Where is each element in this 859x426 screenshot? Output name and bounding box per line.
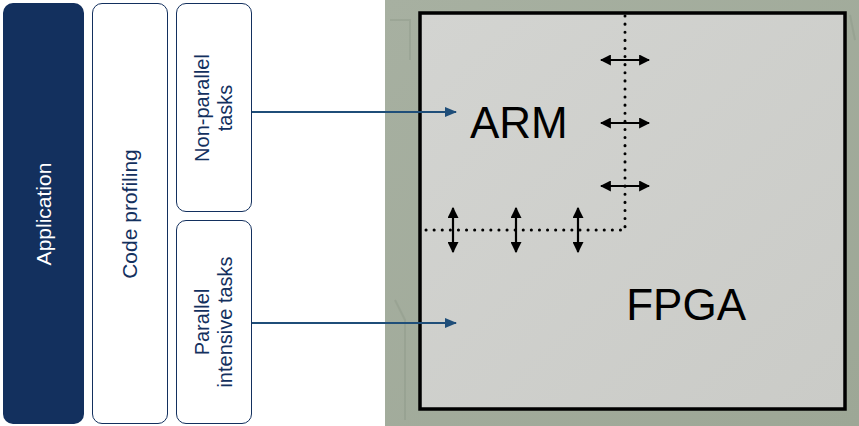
node-label: Parallel intensive tasks	[191, 247, 237, 397]
task-box: Parallel intensive tasks	[176, 220, 252, 424]
region-label: ARM	[470, 98, 568, 148]
task-box: Non-parallel tasks	[176, 3, 252, 212]
region-label: FPGA	[470, 280, 746, 330]
arm-fpga-boundary	[426, 16, 625, 230]
interface-arrows	[453, 60, 649, 252]
application-band: Application	[3, 3, 84, 424]
task-arrow	[252, 111, 456, 113]
node-label: Application	[31, 24, 55, 404]
task-arrow	[252, 322, 456, 324]
chip-outline	[420, 13, 845, 409]
arm-region: ARM	[456, 94, 582, 152]
node-label: Code profiling	[118, 24, 142, 404]
node-label: Non-parallel tasks	[191, 45, 237, 170]
profiling-box: Code profiling	[92, 3, 168, 424]
fpga-region: FPGA	[456, 276, 760, 334]
pcb-background	[385, 0, 859, 426]
